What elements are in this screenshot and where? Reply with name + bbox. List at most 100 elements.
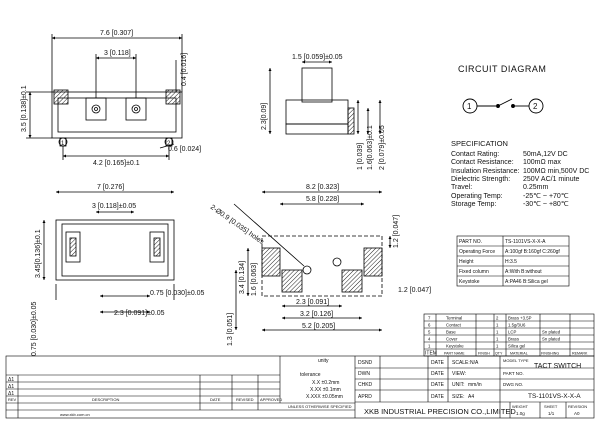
side-body bbox=[285, 99, 349, 125]
pcb-pad-right bbox=[341, 269, 363, 293]
part-table-value: H:3.5 bbox=[505, 259, 517, 265]
top-inner-dim: 3 [0.118] bbox=[104, 50, 131, 57]
bom-cell: Contact bbox=[446, 323, 462, 328]
rev-mark-3: Δ1 bbox=[8, 391, 14, 397]
bottom-c-dim: 0.75 [0.030]±0.05 bbox=[31, 301, 38, 356]
weight-value: 1.0g bbox=[516, 411, 525, 416]
bom-cell: 1 bbox=[428, 344, 431, 349]
bom-cell: 1 bbox=[496, 330, 499, 335]
spec-row: Travel: 0.25mm bbox=[451, 184, 548, 192]
top-width-dim: 7.6 [0.307] bbox=[100, 30, 133, 37]
part-table-value: A:100gf B:160gf C:260gf bbox=[505, 249, 560, 255]
pcb-h5-dim: 1.2 [0.047] bbox=[398, 287, 431, 294]
dwg-no-label: DWG NO. bbox=[503, 382, 523, 387]
top-pitch-dim: 4.2 [0.165]±0.1 bbox=[93, 160, 140, 167]
top-pin2-label: 2 bbox=[167, 141, 171, 147]
rev-approved-header: APPROVED bbox=[260, 397, 282, 402]
bom-header-cell: FINISH bbox=[478, 352, 490, 356]
spec-row: Insulation Resistance:100MΩ min,500V DC bbox=[451, 168, 589, 176]
top-view-labels: 7.6 [0.307] 3 [0.118] 3.5 [0.138]±0.1 0.… bbox=[21, 30, 201, 167]
date-label-4: DATE bbox=[431, 394, 445, 400]
spec-row: Operating Temp:-25℃ ~ +70℃ bbox=[451, 193, 569, 201]
spec-value: 250V AC/1 minute bbox=[523, 175, 580, 183]
bom-cell: 1 bbox=[496, 323, 499, 328]
bom-cell: Brass bbox=[508, 337, 519, 342]
title-block bbox=[5, 355, 595, 419]
unit-value: mm/in bbox=[468, 382, 482, 388]
top-view bbox=[26, 34, 183, 160]
bom-header-cell: QTY bbox=[495, 352, 503, 356]
bom-cell: Cover bbox=[446, 337, 458, 342]
tol-row-3: X.XXX ±0.05mm bbox=[306, 394, 343, 400]
scale-value: N/A bbox=[470, 360, 479, 366]
spec-label: Contact Resistance: bbox=[451, 159, 514, 167]
top-view-hatch-right bbox=[165, 89, 181, 105]
bottom-inner-dim: 3 [0.118]±0.05 bbox=[92, 203, 136, 210]
pcb-h4-dim: 1.3 [0.051] bbox=[227, 313, 234, 346]
pcb-c2-dim: 3.2 [0.126] bbox=[300, 311, 333, 318]
pcb-c3-dim: 5.2 [0.205] bbox=[302, 323, 335, 330]
pcb-layout bbox=[233, 190, 392, 332]
revision-label: REVISION bbox=[568, 404, 587, 409]
bottom-a-dim: 0.75 [0.030]±0.05 bbox=[150, 290, 205, 297]
date-label-3: DATE bbox=[431, 382, 445, 388]
bom-cell: Keystoke bbox=[446, 344, 464, 349]
top-view-inner bbox=[57, 97, 177, 133]
bom-cell: Silica gel bbox=[508, 344, 525, 349]
top-height-dim: 3.5 [0.138]±0.1 bbox=[21, 85, 28, 132]
spec-label: Contact Rating: bbox=[451, 151, 500, 158]
part-table-value: A:PA46 B:Silica gel bbox=[505, 279, 548, 285]
rev-mark-2: Δ1 bbox=[8, 384, 14, 390]
top-view-hatch-left bbox=[53, 89, 69, 105]
part-table-label: PART NO. bbox=[459, 239, 482, 245]
bom-cell: 7 bbox=[428, 316, 431, 321]
bom-cell: Terminal bbox=[446, 316, 462, 321]
pcb-w1-dim: 8.2 [0.323] bbox=[306, 184, 339, 191]
side-base bbox=[285, 123, 349, 135]
spec-value: -25℃ ~ +70℃ bbox=[523, 192, 569, 200]
rev-revised-header: REVISED bbox=[236, 397, 254, 402]
bottom-height-dim: 3.45[0.136]±0.1 bbox=[35, 229, 42, 278]
spec-value: 100mΩ max bbox=[523, 159, 561, 167]
circuit-switch-lever bbox=[497, 98, 513, 107]
view-label: VIEW: bbox=[452, 371, 466, 377]
part-table bbox=[456, 235, 570, 287]
side-h4-dim: 2 [0.079]±0.05 bbox=[379, 125, 386, 170]
part-no-label: PART NO. bbox=[503, 371, 524, 376]
part-table-label: Height bbox=[459, 259, 474, 265]
spec-value: 0.25mm bbox=[523, 184, 549, 192]
spec-label: Travel: bbox=[451, 184, 473, 192]
model-label: MODEL TYPE bbox=[503, 358, 529, 363]
pcb-pad-left bbox=[281, 269, 303, 293]
company-name: XKB INDUSTRIAL PRECISION CO.,LIMITED bbox=[364, 407, 516, 416]
scale-label: SCALE: bbox=[452, 360, 470, 366]
top-view-body bbox=[51, 91, 183, 139]
pcb-pad-left-top bbox=[261, 247, 281, 277]
bottom-view-labels: 7 [0.276] 3 [0.118]±0.05 3.45[0.136]±0.1… bbox=[31, 184, 205, 356]
unit-label: UNIT: bbox=[452, 382, 465, 388]
circuit-pin-1-label: 1 bbox=[467, 102, 472, 111]
bom-cell: 1 bbox=[496, 337, 499, 342]
side-view bbox=[268, 60, 382, 135]
part-table-value: A:With B:without bbox=[505, 269, 542, 275]
aprd-label: APRD bbox=[358, 394, 372, 400]
size-label: SIZE: bbox=[452, 394, 465, 400]
bom-header-cell: PART NAME bbox=[444, 352, 465, 356]
bottom-slot-right bbox=[149, 231, 165, 263]
spec-title: SPECIFICATION bbox=[451, 139, 508, 148]
spec-value: 50mA,12V DC bbox=[523, 151, 568, 158]
spec-row: Storage Temp:-30℃ ~ +80℃ bbox=[451, 201, 569, 209]
bom-header-cell: MATERIAL bbox=[510, 352, 528, 356]
circuit-diagram bbox=[462, 98, 544, 114]
side-terminal bbox=[347, 107, 355, 135]
bom-cell: Sn plated bbox=[542, 337, 561, 342]
model-value: TACT SWITCH bbox=[534, 363, 581, 370]
bottom-inner bbox=[61, 223, 169, 277]
pcb-pad-right-top bbox=[363, 247, 383, 277]
tol-unity: unity bbox=[318, 358, 329, 364]
title-block-text: unity tolerance X.X ±0.2mm X.XX ±0.1mm X… bbox=[8, 358, 587, 417]
sheet-value: 1/1 bbox=[548, 411, 555, 416]
side-actuator-dim: 1.5 [0.059]±0.05 bbox=[292, 54, 343, 61]
bottom-body bbox=[55, 219, 175, 281]
